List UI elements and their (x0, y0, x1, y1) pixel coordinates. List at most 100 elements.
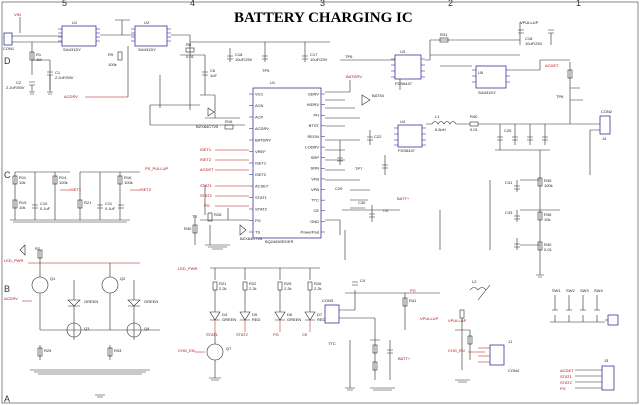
chgen-net-2: CHG_EN (448, 348, 465, 353)
c11-ref: C11 (105, 201, 113, 206)
q7-ref: Q7 (226, 346, 232, 351)
c10-val: 0.1uF (40, 206, 51, 211)
r36-val: 0.01 (544, 247, 553, 252)
con-out-ref: CON1 (3, 46, 15, 51)
u-top-mid-body (134, 25, 168, 47)
con-lower-body (489, 344, 505, 366)
r35-ref: R36 (544, 212, 552, 217)
diode-zener-label: BZX84C7V5 (240, 236, 263, 241)
c1-val: 2.2uF/50V (55, 75, 74, 80)
r41-ref: R41 (409, 298, 417, 303)
c10-ref: C10 (40, 201, 48, 206)
batdrv-net: BATDRV (346, 74, 362, 79)
power-stage-section: BATDRV BAT54 TP6 U3 FDS6447 U4 FDS6447 L… (325, 49, 590, 235)
c22-ref: C22 (374, 134, 382, 139)
r-led-ref: R2 (35, 246, 41, 251)
chgen-net: CHG_EN (178, 348, 195, 353)
con-batt-ref: CON2 (601, 109, 613, 114)
r25b-ref: R25 (284, 281, 292, 286)
r40-sense-val: 0.01 (470, 127, 479, 132)
c30-ref: C30 (358, 200, 366, 205)
c6-val: 1uF (210, 73, 217, 78)
main-ic-left-pin-label: ACP (255, 114, 264, 119)
main-ic-right-pin-label: TTC (311, 198, 319, 203)
c6-ref: C6 (210, 68, 216, 73)
c25-ref: C25 (504, 128, 512, 133)
u-hb2-ref: U4 (400, 119, 406, 124)
r26-ref: R26 (214, 212, 222, 217)
c18-ref: C18 (525, 36, 533, 41)
r14-ref: R14 (59, 175, 67, 180)
input-protection-section: CON1 VIN U1 Si4431DY U2 Si4431DY R1 1M C… (3, 12, 330, 99)
main-charger-ic: U1 BQ24650RGER VCCACNACPACDRVBATDRVVREFI… (249, 80, 325, 244)
main-ic-right-pin-label: SRN (311, 166, 320, 171)
d7-ref: D7 (317, 312, 323, 317)
c11-val: 0.1uF (105, 206, 116, 211)
j-bottom-label: J1 (508, 339, 513, 344)
stat2-net-bottom: STAT2 (560, 380, 573, 385)
r26b-val: 2.2k (314, 286, 322, 291)
d-label-2: TP7 (355, 166, 363, 171)
r15-ref: R15 (19, 200, 27, 205)
r11-ref: R11 (19, 175, 27, 180)
c17-ref: C17 (310, 52, 318, 57)
zone-2: 2 (448, 0, 453, 8)
inductor-ref: L1 (435, 114, 440, 119)
r11-val: 10k (19, 180, 25, 185)
r16b-ref: R16 (124, 175, 132, 180)
main-ic-right-pin-label: VPB (311, 187, 319, 192)
r25b-val: 2.2k (284, 286, 292, 291)
r8-ref: R8 (186, 42, 192, 47)
j-top-ref: J4 (602, 136, 607, 141)
d4-color: GREEN (222, 317, 236, 322)
vin-net-top: VIN (14, 12, 21, 17)
main-ic-right-pin-label: CE (313, 208, 319, 213)
ps-pullup-net: PS_PULLUP (145, 166, 168, 171)
acdrv-net-1: ACDRV (64, 94, 78, 99)
zone-A: A (4, 394, 10, 404)
c-ttc-ref: C4 (360, 278, 366, 283)
acset-net: ACDET (200, 167, 214, 172)
d4-ref: D4 (222, 312, 228, 317)
con3-section: CON3 C4 PG R41 VPULLUP TTC BATT+ (322, 278, 440, 391)
d5-ref: D5 (252, 312, 258, 317)
u-hb-ref: U3 (400, 49, 406, 54)
zone-5: 5 (62, 0, 67, 8)
main-ic-left-pins: VCCACNACPACDRVBATDRVVREFISET1ISET2ACSETS… (249, 91, 271, 234)
stat1-led-net: STAT1 (206, 332, 219, 337)
main-ic-right-pin-label: REGN (307, 134, 319, 139)
main-ic-left-pin-label: ACDRV (255, 126, 269, 131)
ce-net: CE (383, 208, 389, 213)
acdet-net-right: ACDET (545, 63, 559, 68)
main-ic-left-pin-label: PG (255, 218, 261, 223)
j-bottom-ref: J3 (604, 358, 609, 363)
main-ic-right-pin-label: PowerPad (301, 229, 319, 234)
j-bottom-body (601, 365, 615, 391)
main-ic-left-pin-label: VCC (255, 91, 264, 96)
main-ic-left-pin-label: VREF (255, 149, 266, 154)
u-hb-part: FDS6447 (395, 81, 413, 86)
d6-ref: D6 (287, 312, 293, 317)
sw2-ref: SW2 (566, 288, 575, 293)
con-lower-ref: CON4 (508, 368, 520, 373)
led-pwr-net-2: LED_PWR (178, 266, 197, 271)
vpullup-net: VPULLUP (520, 20, 539, 25)
led-pwr-net: LED_PWR (4, 258, 23, 263)
stat2-net: STAT2 (200, 193, 213, 198)
r26b-ref: R26 (314, 281, 322, 286)
main-ic-right-pin-label: GND (310, 219, 319, 224)
con-out-symbol (3, 32, 13, 46)
main-ic-body (252, 87, 322, 239)
main-ic-right-pins: SDRVHIDRVPHBTSTREGNLODRVSRPSRNVFBVPBTTCC… (301, 91, 325, 234)
r8-val: 0.01 (186, 54, 195, 59)
main-ic-left-pin-label: ISET2 (255, 172, 267, 177)
vpullup-net-2: VPULLUP (420, 316, 439, 321)
main-ic-left-pin-label: ACSET (255, 183, 269, 188)
c18-val: 10uF/25V (525, 41, 543, 46)
iset2-net: ISET2 (200, 157, 212, 162)
switch-array: SW1 SW2 SW3 SW4 (550, 288, 619, 326)
u-hb2-body (397, 124, 423, 148)
u-hb2-part: FDS6447 (398, 148, 416, 153)
batt-plus-net-2: BATT+ (398, 356, 411, 361)
